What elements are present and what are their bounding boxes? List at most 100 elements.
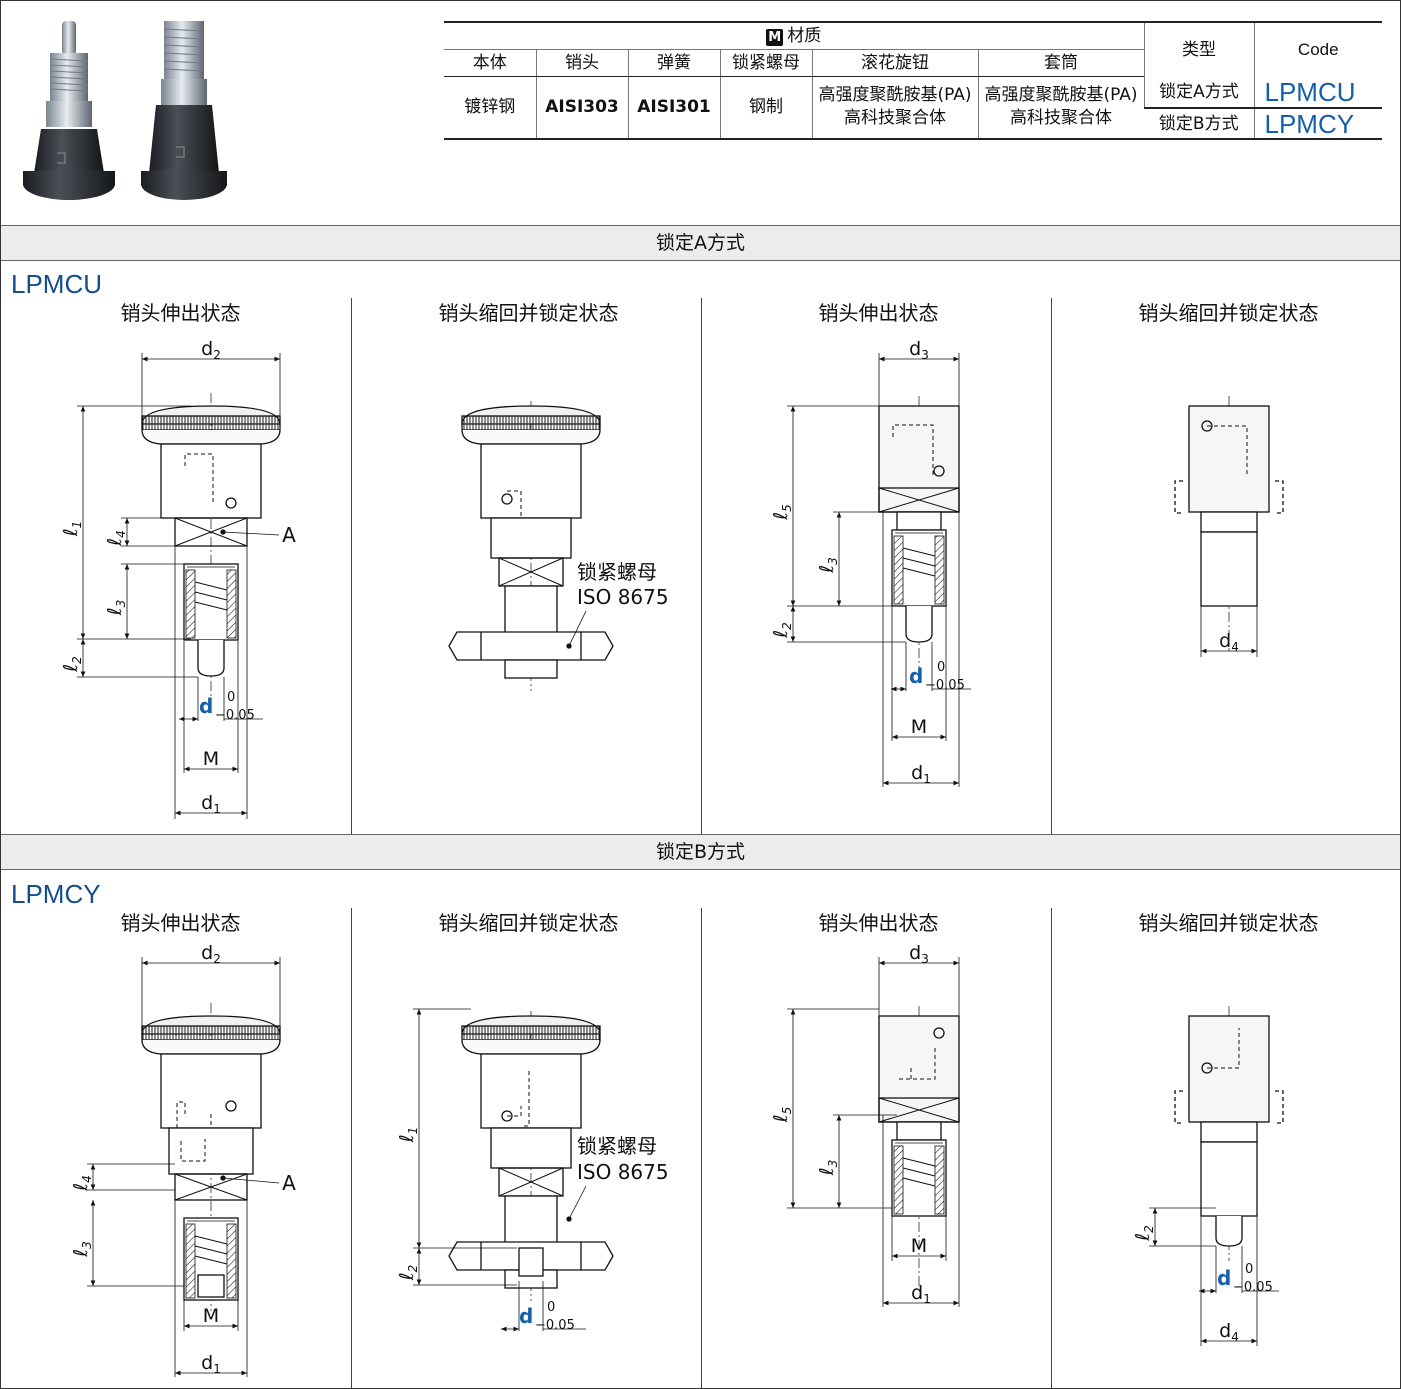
col-sleeve: 套筒 — [977, 48, 1144, 77]
lock-pin-hole — [225, 497, 237, 509]
dimension-subscript: 2 — [70, 656, 84, 664]
tolerance-upper: 0 — [227, 690, 235, 705]
col-spring: 弹簧 — [627, 48, 720, 77]
dimension-subscript: 1 — [406, 1127, 420, 1135]
dimension-label: ℓ2 — [60, 656, 84, 673]
dimension-label: M — [911, 716, 927, 738]
drawing-part — [1200, 1121, 1258, 1143]
divider — [701, 908, 702, 1388]
dimension-label: d2 — [201, 942, 221, 966]
dimension-subscript: 3 — [114, 600, 128, 608]
dimension-label: d1 — [911, 1282, 931, 1306]
dimension-label: ℓ5 — [770, 504, 794, 521]
type-a: 锁定A方式 — [1143, 76, 1254, 109]
dimension-label: M — [911, 1235, 927, 1257]
drawing-part — [461, 415, 601, 431]
type-header: 类型 — [1143, 21, 1254, 76]
dimension-label: d1 — [911, 762, 931, 786]
dimension-label: ℓ3 — [816, 1160, 840, 1177]
locknut-name: 锁紧螺母 — [577, 560, 657, 584]
locknut-standard: ISO 8675 — [577, 1160, 669, 1184]
drawing-part — [1174, 480, 1284, 514]
dimension-subscript: 1 — [923, 1292, 931, 1306]
dimension-label: d1 — [201, 1352, 221, 1376]
dimension-subscript: 4 — [1231, 1330, 1239, 1344]
divider — [1051, 298, 1052, 834]
dimension-subscript: 3 — [921, 348, 929, 362]
drawing-part — [185, 569, 196, 639]
drawing-part — [1174, 1090, 1284, 1124]
val-locknut: 钢制 — [719, 76, 812, 140]
lock-pin-hole — [1201, 420, 1213, 432]
drawing-part — [934, 535, 945, 605]
dimension-label: A — [282, 523, 296, 547]
dimension-subscript: 1 — [923, 772, 931, 786]
lock-pin-hole — [933, 465, 945, 477]
drawing-part — [160, 443, 262, 519]
drawing-part — [174, 517, 248, 547]
drawing-line — [902, 1167, 936, 1177]
dimension-label: ℓ1 — [396, 1127, 420, 1144]
drawing-line — [568, 610, 587, 647]
panel-title: 销头缩回并锁定状态 — [1138, 911, 1319, 935]
dimension-subscript: 1 — [70, 521, 84, 529]
dimension-subscript: 5 — [780, 1107, 794, 1115]
dimension-label: ℓ3 — [816, 557, 840, 574]
hidden-line — [1207, 425, 1248, 474]
series-lpmcu: LPMCU — [11, 269, 103, 299]
val-pin: AISI303 — [535, 76, 628, 140]
drawing-part — [448, 631, 614, 661]
code-lpmcy[interactable]: LPMCY — [1253, 107, 1382, 140]
code-lpmcu[interactable]: LPMCU — [1253, 76, 1382, 109]
drawing-line — [878, 487, 960, 513]
drawing-part — [168, 1127, 254, 1175]
tolerance-lower: −0.05 — [925, 678, 965, 693]
val-spring: AISI301 — [627, 76, 720, 140]
dimension-subscript: 3 — [921, 952, 929, 966]
hidden-line — [899, 1047, 936, 1080]
pin-diameter-label: d — [909, 664, 923, 688]
drawing-part — [1200, 1141, 1258, 1217]
tolerance-upper: 0 — [547, 1300, 555, 1315]
val-body: 镀锌钢 — [444, 76, 536, 140]
col-pin: 销头 — [535, 48, 628, 77]
dimension-label: ℓ1 — [60, 521, 84, 538]
drawing-part — [1215, 1216, 1243, 1247]
lock-pin-hole — [1201, 1062, 1213, 1074]
drawing-part — [490, 517, 572, 559]
panel-title: 销头缩回并锁定状态 — [438, 911, 619, 935]
tolerance-lower: −0.05 — [1233, 1280, 1273, 1295]
drawing-part — [141, 429, 281, 445]
drawing-line — [194, 591, 228, 601]
drawing-part — [490, 1127, 572, 1169]
dimension-label: ℓ2 — [770, 622, 794, 639]
dimension-subscript: 4 — [1231, 640, 1239, 654]
drawing-line — [194, 601, 228, 611]
col-knob: 滚花旋钮 — [811, 48, 978, 77]
drawing-line — [174, 1173, 248, 1201]
tolerance-lower: −0.05 — [535, 1318, 575, 1333]
drawing-sleeve-pin-retracted: d4 — [1174, 396, 1284, 657]
drawing-part — [197, 1274, 225, 1298]
divider — [351, 298, 352, 834]
drawing-part — [504, 1195, 558, 1247]
dimension-label: ℓ2 — [1132, 1225, 1156, 1242]
drawing-part — [141, 1025, 281, 1041]
tolerance-upper: 0 — [1245, 1262, 1253, 1277]
code-header: Code — [1253, 21, 1382, 76]
dimension-subscript: 2 — [780, 622, 794, 630]
dimension-label: d4 — [1219, 1320, 1239, 1344]
drawing-line — [902, 1177, 936, 1187]
drawing-line — [194, 581, 228, 591]
hidden-line — [1207, 1028, 1240, 1069]
hidden-line — [892, 424, 934, 475]
dimension-label: ℓ4 — [104, 530, 128, 547]
drawing-part — [226, 569, 237, 639]
dimension-subscript: 2 — [1142, 1225, 1156, 1233]
dimension-label: d4 — [1219, 630, 1239, 654]
lock-pin-hole — [501, 493, 513, 505]
dimension-label: M — [203, 1305, 219, 1327]
